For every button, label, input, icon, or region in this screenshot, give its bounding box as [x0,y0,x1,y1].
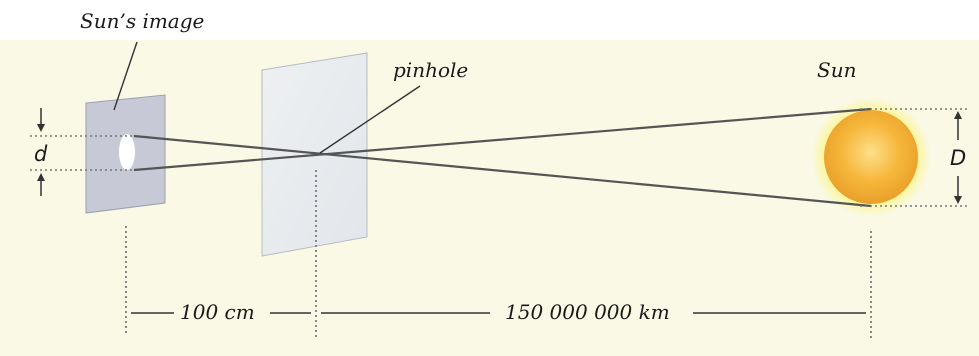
far-distance-label: 150 000 000 km [505,300,670,324]
ray-lower [133,134,872,208]
sun-diameter-label: D [950,146,966,170]
pinhole-leader [319,85,421,154]
sun-image-label: Sun’s image [80,9,204,33]
sun-arrowhead-up [954,111,962,119]
sun-icon [824,110,918,204]
image-arrowhead-up [37,173,45,181]
sun-label: Sun [817,58,856,82]
image-arrowhead-down [37,124,45,132]
sun-image-spot [119,134,135,170]
sun-image-leader [113,41,138,111]
sun-arrowhead-down [954,196,962,204]
image-diameter-label: d [34,142,48,166]
near-distance-label: 100 cm [180,300,255,324]
pinhole-label: pinhole [393,58,468,82]
top-margin [0,0,979,40]
ray-upper [133,107,872,172]
